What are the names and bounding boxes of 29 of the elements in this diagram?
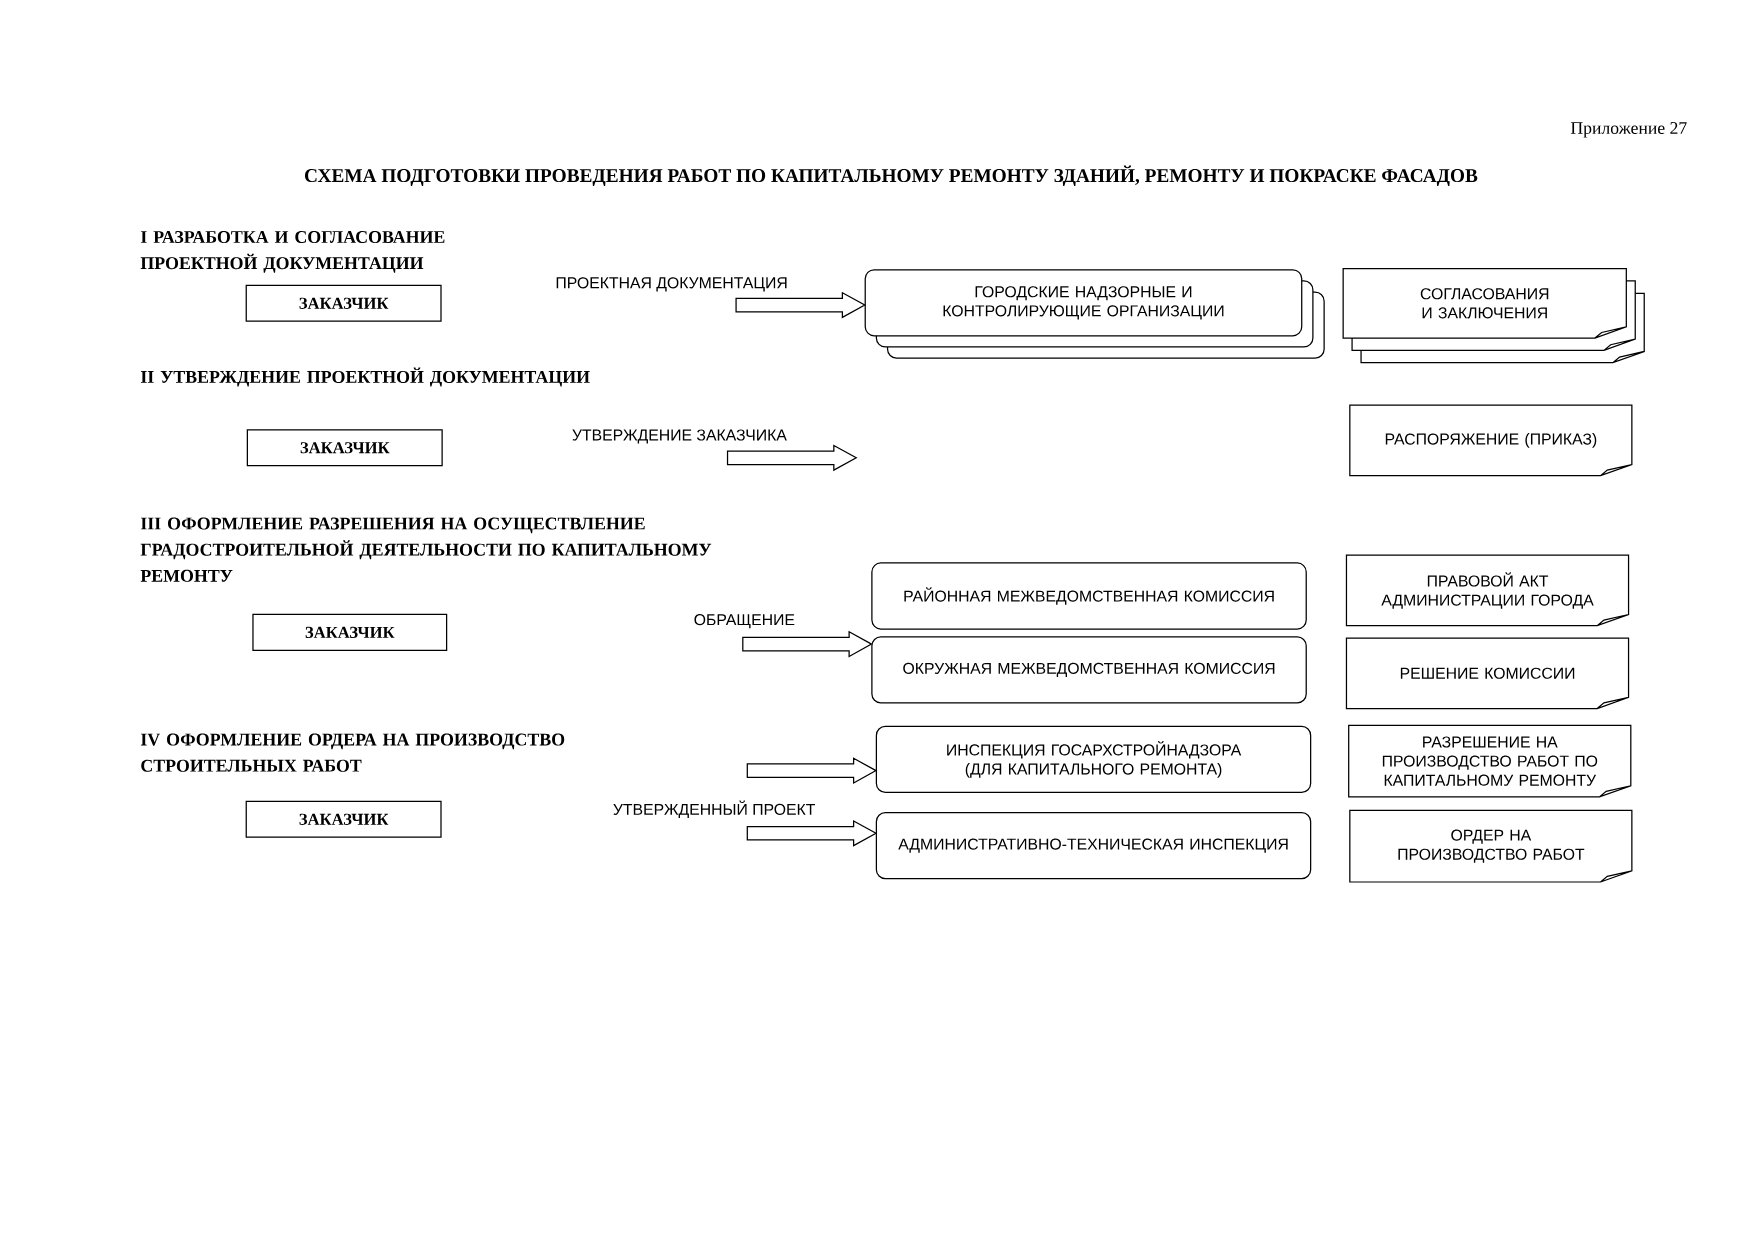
organization-box: ОКРУЖНАЯ МЕЖВЕДОМСТВЕННАЯ КОМИССИЯ (871, 636, 1307, 704)
customer-box: ЗАКАЗЧИК (246, 429, 443, 467)
section-heading: II УТВЕРЖДЕНИЕ ПРОЕКТНОЙ ДОКУМЕНТАЦИИ (140, 367, 590, 387)
customer-box: ЗАКАЗЧИК (245, 800, 442, 838)
document-box: РАСПОРЯЖЕНИЕ (ПРИКАЗ) (1349, 404, 1633, 477)
organization-box: ИНСПЕКЦИЯ ГОСАРХСТРОЙНАДЗОРА (ДЛЯ КАПИТАЛЬНОГО РЕМОНТА) (875, 725, 1312, 793)
section-heading: IV ОФОРМЛЕНИЕ ОРДЕРА НА ПРОИЗВОДСТВО СТРОИТЕЛЬНЫХ РАБОТ (140, 733, 565, 772)
block-arrow (742, 630, 873, 658)
document-box: ПРАВОВОЙ АКТ АДМИНИСТРАЦИИ ГОРОДА (1345, 554, 1630, 627)
edge-label: УТВЕРЖДЕННЫЙ ПРОЕКТ (610, 798, 818, 820)
edge-label: ОБРАЩЕНИЕ (691, 611, 797, 631)
block-arrow (746, 819, 878, 847)
section-heading: III ОФОРМЛЕНИЕ РАЗРЕШЕНИЯ НА ОСУЩЕСТВЛЕНИЕ ГРАДОСТРОИТЕЛЬНОЙ ДЕЯТЕЛЬНОСТИ ПО КАПИТАЛЬНОМУ РЕМОНТУ (140, 517, 712, 582)
organization-box: РАЙОННАЯ МЕЖВЕДОМСТВЕННАЯ КОМИССИЯ (871, 562, 1307, 630)
title: СХЕМА ПОДГОТОВКИ ПРОВЕДЕНИЯ РАБОТ ПО КАПИТАЛЬНОМУ РЕМОНТУ ЗДАНИЙ, РЕМОНТУ И ПОКРАСКЕ ФАСАДОВ (305, 165, 1478, 186)
edge-label: ПРОЕКТНАЯ ДОКУМЕНТАЦИЯ (553, 275, 790, 294)
section-heading: I РАЗРАБОТКА И СОГЛАСОВАНИЕ ПРОЕКТНОЙ ДОКУМЕНТАЦИИ (140, 230, 445, 273)
document-box: РЕШЕНИЕ КОМИССИИ (1345, 637, 1630, 710)
customer-box: ЗАКАЗЧИК (245, 284, 442, 322)
document-box: СОГЛАСОВАНИЯ И ЗАКЛЮЧЕНИЯ (1342, 267, 1645, 364)
arrow-label: УТВЕРЖДЕНИЕ ЗАКАЗЧИКА (572, 429, 787, 444)
block-arrow (746, 757, 878, 784)
document-box: РАЗРЕШЕНИЕ НА ПРОИЗВОДСТВО РАБОТ ПО КАПИТАЛЬНОМУ РЕМОНТУ (1348, 724, 1632, 798)
appendix-note: Приложение 27 (1570, 122, 1687, 138)
organization-box: АДМИНИСТРАТИВНО-ТЕХНИЧЕСКАЯ ИНСПЕКЦИЯ (875, 811, 1312, 880)
organization-box: ГОРОДСКИЕ НАДЗОРНЫЕ И КОНТРОЛИРУЮЩИЕ ОРГАНИЗАЦИИ (864, 269, 1325, 359)
document-box: ОРДЕР НА ПРОИЗВОДСТВО РАБОТ (1349, 809, 1633, 883)
customer-box: ЗАКАЗЧИК (252, 613, 448, 651)
block-arrow (735, 291, 867, 319)
